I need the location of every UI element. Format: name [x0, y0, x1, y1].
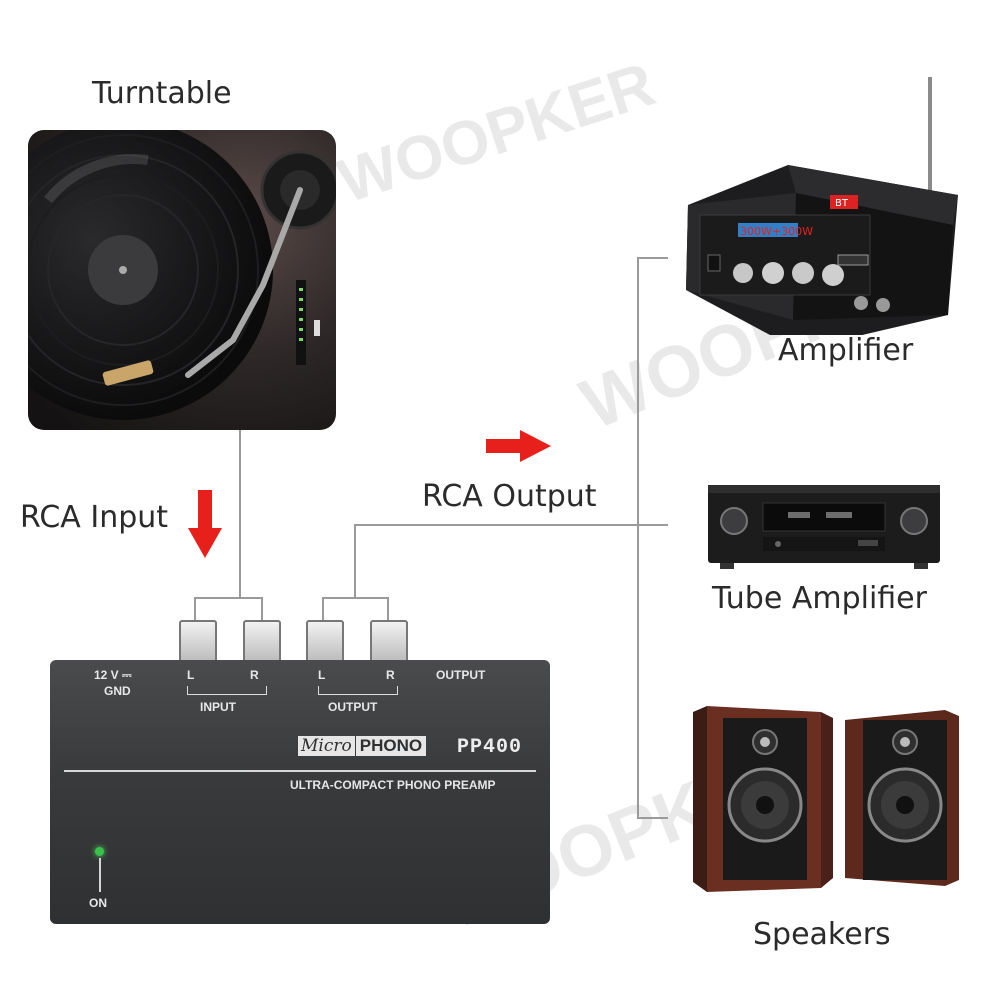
gnd-label: GND	[104, 684, 131, 698]
input-bracket-line	[187, 686, 267, 695]
on-label: ON	[89, 896, 107, 910]
tube-amplifier-label: Tube Amplifier	[712, 581, 927, 616]
distribution-bus	[638, 258, 668, 818]
input-bracket	[195, 598, 262, 620]
brand-logo: Micro PHONO	[298, 736, 426, 756]
rca-output-label: RCA Output	[422, 479, 597, 514]
input-r-label: R	[250, 668, 259, 682]
tube-amplifier-photo	[708, 485, 940, 570]
power-voltage: 12 V	[94, 668, 119, 682]
brand-main: PHONO	[355, 736, 426, 756]
brand-script: Micro	[298, 736, 355, 756]
amplifier-photo: 300W+300W BT	[678, 75, 968, 335]
model-label: PP400	[457, 736, 522, 759]
input-l-label: L	[187, 668, 194, 682]
amp-power-text: 300W+300W	[740, 225, 813, 238]
rca-input-label: RCA Input	[20, 500, 168, 535]
preamp-divider	[64, 770, 536, 772]
output-bracket	[323, 598, 388, 620]
turntable-label: Turntable	[92, 76, 232, 111]
speakers-photo	[693, 700, 969, 898]
output-line	[355, 525, 668, 598]
power-label: 12 V ⎓	[94, 668, 132, 683]
power-led-icon	[95, 847, 104, 856]
amplifier-label: Amplifier	[778, 333, 913, 368]
preamp-device: 12 V ⎓ GND L R INPUT L R OUTPUT OUTPUT M…	[50, 620, 552, 925]
right-arrow-icon	[486, 430, 551, 462]
output-label: OUTPUT	[328, 700, 377, 714]
preamp-subtitle: ULTRA-COMPACT PHONO PREAMP	[290, 778, 496, 792]
output-r-label: R	[386, 668, 395, 682]
speakers-label: Speakers	[753, 917, 891, 952]
preamp-body	[50, 660, 550, 924]
amp-bt-text: BT	[835, 198, 849, 209]
input-label: INPUT	[200, 700, 236, 714]
output-l-label: L	[318, 668, 325, 682]
output-bracket-line	[318, 686, 398, 695]
turntable-photo	[28, 130, 336, 430]
led-line	[99, 858, 101, 892]
output-side-label: OUTPUT	[436, 668, 485, 682]
down-arrow-icon	[188, 490, 222, 558]
dc-symbol-icon: ⎓	[122, 668, 132, 682]
